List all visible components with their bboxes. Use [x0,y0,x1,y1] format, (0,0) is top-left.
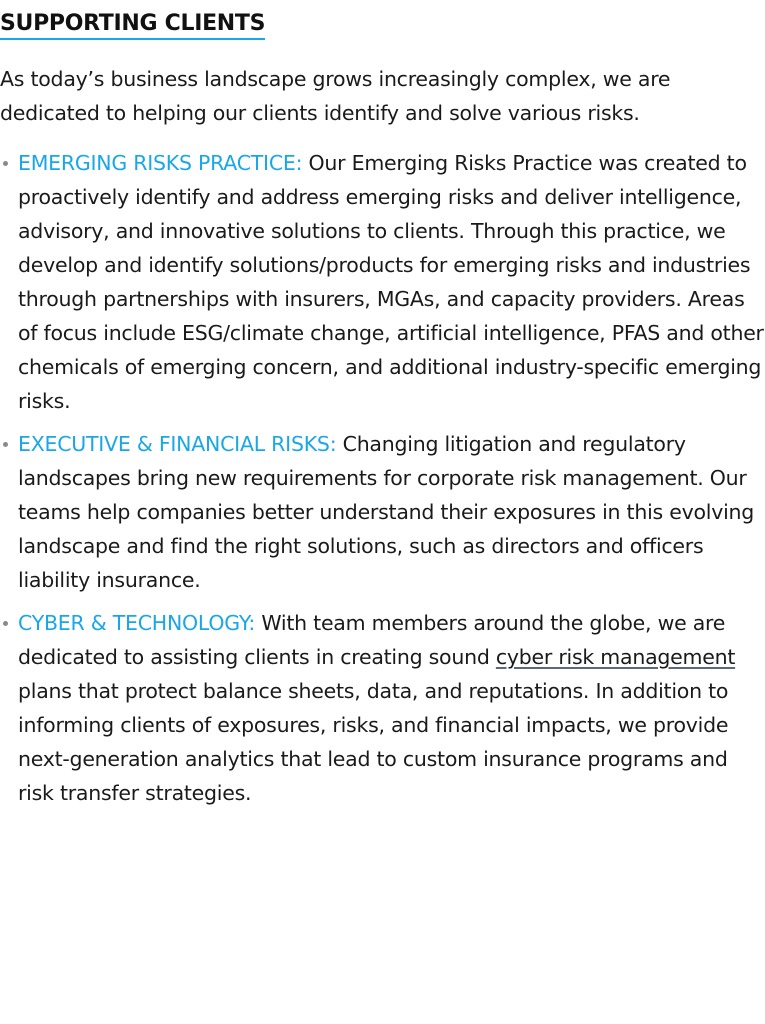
item-label: CYBER & TECHNOLOGY: [18,611,256,635]
item-label: EMERGING RISKS PRACTICE: [18,151,303,175]
cyber-risk-management-link[interactable]: cyber risk management [495,645,736,669]
item-text: Changing litigation and regulatory lands… [18,432,755,592]
list-item-cyber-technology: CYBER & TECHNOLOGY: With team members ar… [0,606,765,810]
section-heading: SUPPORTING CLIENTS [0,10,265,40]
intro-paragraph: As today’s business landscape grows incr… [0,67,671,125]
list-item-executive-financial: EXECUTIVE & FINANCIAL RISKS: Changing li… [0,427,765,597]
item-text: Our Emerging Risks Practice was created … [18,151,764,413]
supporting-clients-section: SUPPORTING CLIENTS As today’s business l… [0,10,765,810]
bullet-icon [3,442,8,447]
bullet-icon [3,161,8,166]
list-item-emerging-risks: EMERGING RISKS PRACTICE: Our Emerging Ri… [0,146,765,418]
item-text: plans that protect balance sheets, data,… [18,679,729,805]
item-text: With team members around the globe, we a… [18,611,726,669]
services-list: EMERGING RISKS PRACTICE: Our Emerging Ri… [0,146,765,810]
bullet-icon [3,621,8,626]
item-label: EXECUTIVE & FINANCIAL RISKS: [18,432,337,456]
